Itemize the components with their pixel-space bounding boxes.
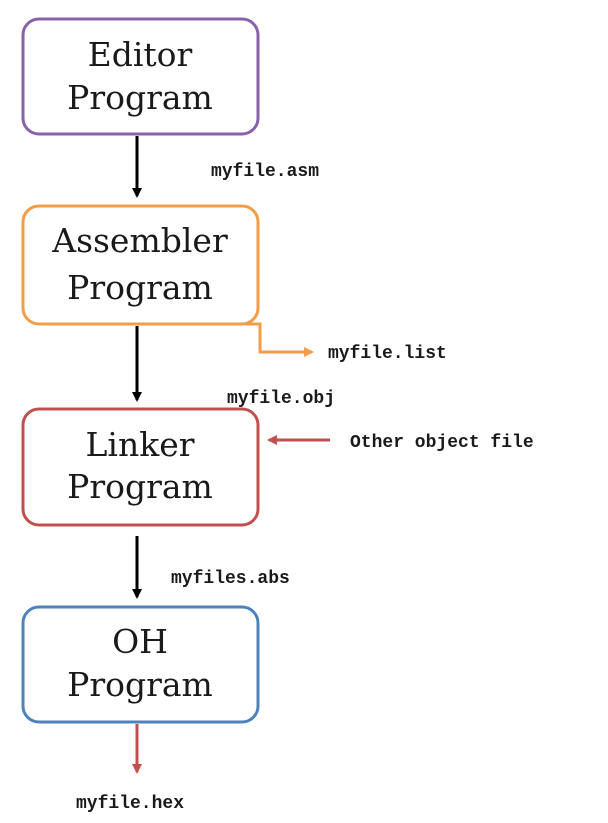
linker-label-line1: Linker	[85, 425, 194, 464]
arrow-assembler-to-list	[245, 322, 314, 357]
assembler-label-line1: Assembler	[51, 221, 228, 260]
linker-program-node: Linker Program	[21, 407, 260, 527]
oh-label-line2: Program	[67, 665, 213, 704]
assembler-label-line2: Program	[67, 268, 213, 307]
editor-box	[21, 17, 260, 136]
editor-label-line2: Program	[67, 78, 213, 117]
oh-program-node: OH Program	[21, 605, 260, 724]
file-label-asm: myfile.asm	[211, 162, 319, 182]
file-label-other-object: Other object file	[350, 433, 534, 453]
editor-program-node: Editor Program	[21, 17, 260, 136]
linker-label-line2: Program	[67, 467, 213, 506]
file-label-hex: myfile.hex	[76, 794, 184, 814]
oh-label-line1: OH	[112, 622, 168, 661]
editor-label-line1: Editor	[88, 35, 193, 74]
oh-box	[21, 605, 260, 724]
assembler-program-node: Assembler Program	[21, 204, 260, 326]
file-label-abs: myfiles.abs	[171, 569, 290, 589]
linker-box	[21, 407, 260, 527]
assembler-box	[21, 204, 260, 326]
file-label-list: myfile.list	[328, 344, 447, 364]
file-label-obj: myfile.obj	[227, 389, 335, 409]
